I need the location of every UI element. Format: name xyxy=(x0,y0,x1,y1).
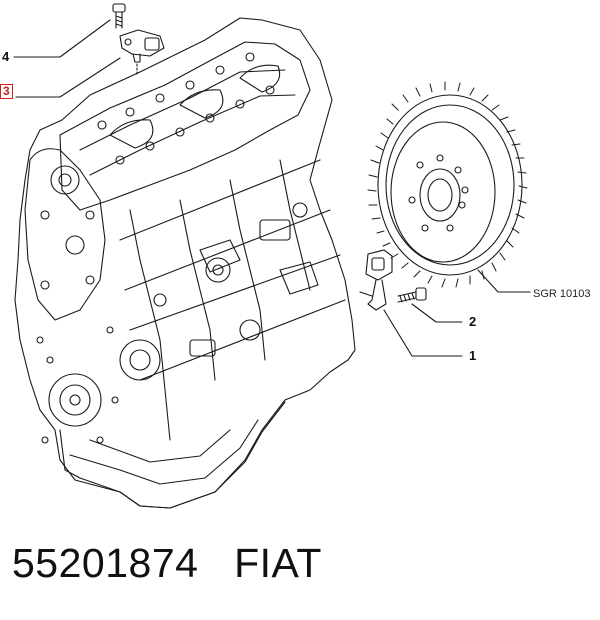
engine-block xyxy=(14,17,356,509)
callout-label-3: 3 xyxy=(0,84,13,99)
sensor-bolt xyxy=(397,287,427,303)
leader-line-4 xyxy=(13,19,111,58)
callout-label-2: 2 xyxy=(469,314,477,329)
part-caption: 55201874 FIAT xyxy=(12,540,322,587)
cam-sensor-assembly xyxy=(112,3,165,77)
leader-line-3 xyxy=(15,57,121,98)
callout-label-sgr: SGR 10103 xyxy=(533,288,591,300)
part-number: 55201874 xyxy=(12,540,199,586)
leader-line-2 xyxy=(411,303,463,323)
crank-sensor xyxy=(359,249,393,311)
brand-name: FIAT xyxy=(234,540,322,586)
callout-label-4: 4 xyxy=(2,49,10,64)
callout-label-1: 1 xyxy=(469,348,477,363)
leader-line-sgr xyxy=(477,269,531,293)
flywheel xyxy=(367,81,528,288)
leader-line-1 xyxy=(383,309,463,357)
